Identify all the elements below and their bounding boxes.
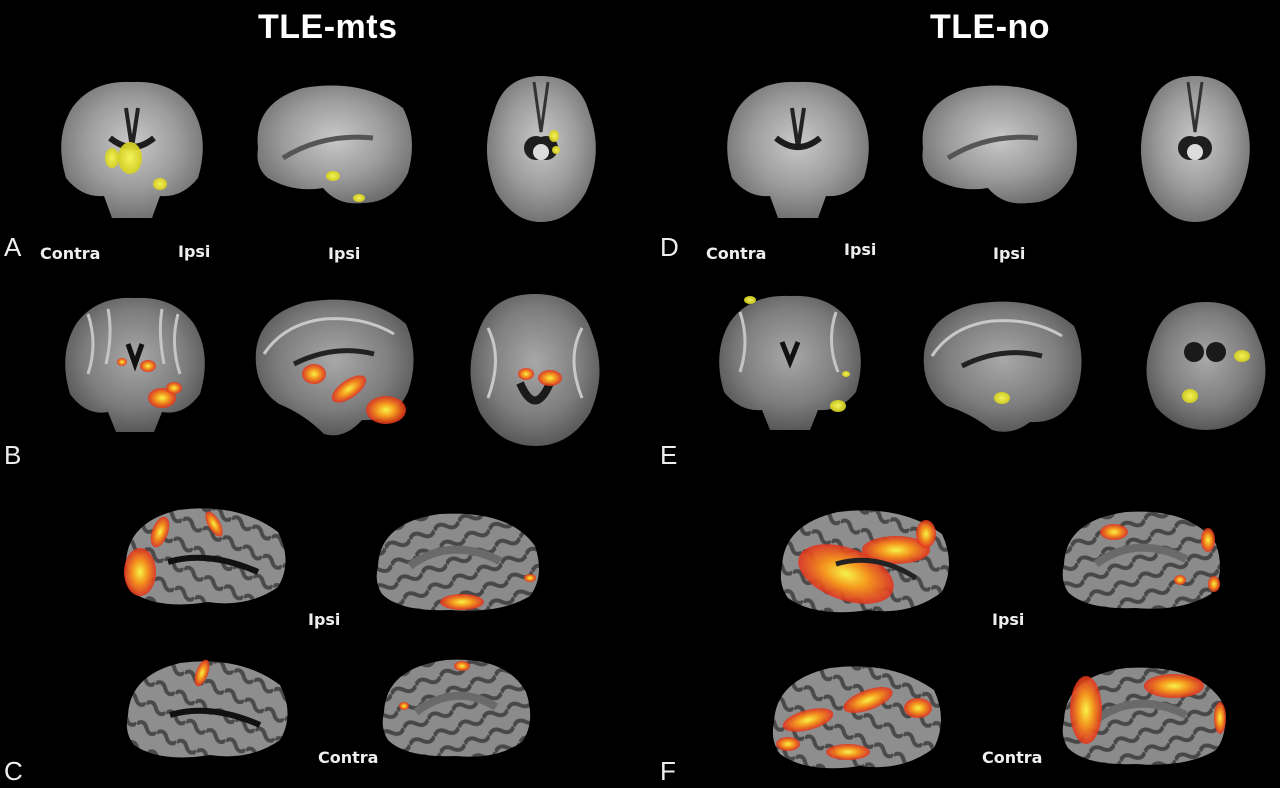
surface-medial-ipsi-f — [1056, 504, 1226, 616]
mri-coronal-a — [52, 78, 212, 223]
panel-label-f: F — [660, 756, 676, 786]
mri-axial-a — [474, 72, 609, 224]
surface-medial-ipsi-c — [370, 506, 545, 618]
label-contra-c: Contra — [318, 748, 379, 767]
surface-medial-contra-f — [1056, 660, 1231, 772]
title-tle-mts: TLE-mts — [258, 8, 398, 46]
panel-label-b: B — [4, 440, 22, 470]
mri-sagittal-d — [908, 78, 1083, 208]
title-tle-no: TLE-no — [930, 8, 1051, 46]
surface-lateral-ipsi-f — [776, 504, 956, 622]
label-ipsi-c: Ipsi — [308, 610, 341, 629]
mri-coronal-b — [58, 294, 213, 434]
mri-axial-e — [1134, 292, 1279, 432]
mri-sagittal-b — [244, 294, 419, 442]
label-ipsi-a1: Ipsi — [178, 242, 211, 261]
label-ipsi-d1: Ipsi — [844, 240, 877, 259]
mri-axial-d — [1128, 72, 1263, 224]
surface-lateral-ipsi-c — [118, 502, 293, 612]
mri-coronal-e — [710, 290, 870, 432]
label-ipsi-d2: Ipsi — [993, 244, 1026, 263]
surface-lateral-contra-f — [768, 660, 948, 778]
mri-axial-b — [458, 288, 613, 448]
label-contra-a: Contra — [40, 244, 101, 263]
panel-label-d: D — [660, 232, 679, 262]
mri-sagittal-a — [243, 78, 418, 208]
label-ipsi-a2: Ipsi — [328, 244, 361, 263]
label-ipsi-f: Ipsi — [992, 610, 1025, 629]
mri-coronal-d — [718, 78, 878, 223]
label-contra-f: Contra — [982, 748, 1043, 767]
panel-label-c: C — [4, 756, 23, 786]
surface-medial-contra-c — [376, 652, 536, 764]
label-contra-d: Contra — [706, 244, 767, 263]
panel-label-e: E — [660, 440, 678, 470]
surface-lateral-contra-c — [120, 655, 295, 765]
panel-label-a: A — [4, 232, 22, 262]
mri-sagittal-e — [912, 296, 1087, 436]
